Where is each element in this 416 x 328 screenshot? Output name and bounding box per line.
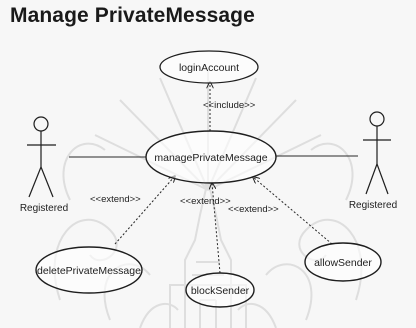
- extend-label-allow: <<extend>>: [228, 204, 279, 215]
- stick-figure-icon: [363, 111, 391, 195]
- extend-arrow-allow: [253, 177, 333, 245]
- use-case-label: blockSender: [191, 285, 250, 297]
- actor-label: Registered: [20, 203, 68, 214]
- use-case-label: allowSender: [314, 257, 372, 269]
- use-case-allow-sender[interactable]: allowSender: [304, 242, 382, 282]
- diagram-title: Manage PrivateMessage: [10, 4, 255, 27]
- use-case-label: managePrivateMessage: [154, 152, 267, 164]
- use-case-label: deletePrivateMessage: [37, 265, 141, 277]
- actor-registered-left[interactable]: Registered: [20, 116, 68, 214]
- use-case-label: loginAccount: [179, 62, 239, 74]
- actor-label: Registered: [349, 200, 397, 211]
- extend-arrow-delete: [114, 176, 175, 245]
- extend-label-delete: <<extend>>: [90, 194, 141, 205]
- include-label: <<include>>: [203, 100, 256, 111]
- use-case-manage-private-message[interactable]: managePrivateMessage: [145, 130, 277, 184]
- use-case-delete-private-message[interactable]: deletePrivateMessage: [35, 246, 143, 294]
- extend-label-block: <<extend>>: [180, 196, 231, 207]
- extend-arrow-block: [212, 183, 221, 274]
- use-case-block-sender[interactable]: blockSender: [185, 272, 255, 308]
- stick-figure-icon: [27, 116, 56, 198]
- actor-registered-right[interactable]: Registered: [349, 111, 397, 211]
- use-case-login-account[interactable]: loginAccount: [159, 50, 259, 84]
